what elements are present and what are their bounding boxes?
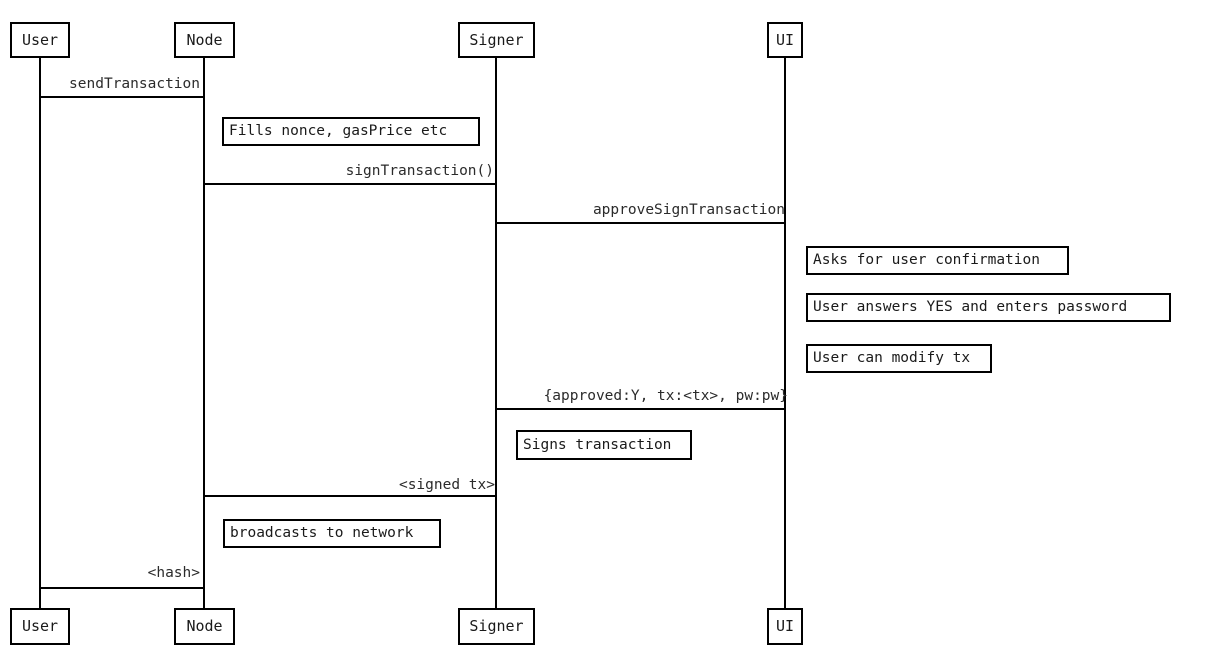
message-line-approval-response bbox=[496, 408, 786, 410]
participant-header-user[interactable]: User bbox=[10, 22, 70, 58]
message-label-approval-response: {approved:Y, tx:<tx>, pw:pw} bbox=[543, 388, 788, 404]
participant-header-signer[interactable]: Signer bbox=[458, 22, 535, 58]
message-line-signed-tx bbox=[204, 495, 497, 497]
note-user-answers-yes: User answers YES and enters password bbox=[806, 293, 1171, 322]
message-label-hash: <hash> bbox=[147, 565, 200, 581]
lifeline-node bbox=[203, 58, 205, 608]
participant-footer-node[interactable]: Node bbox=[174, 608, 235, 645]
message-line-approve-sign-transaction bbox=[496, 222, 786, 224]
message-label-send-transaction: sendTransaction bbox=[69, 76, 200, 92]
participant-header-node[interactable]: Node bbox=[174, 22, 235, 58]
note-user-can-modify-tx: User can modify tx bbox=[806, 344, 992, 373]
message-label-signed-tx: <signed tx> bbox=[398, 477, 495, 493]
participant-footer-ui[interactable]: UI bbox=[767, 608, 803, 645]
note-signs-transaction: Signs transaction bbox=[516, 430, 692, 460]
participant-footer-signer[interactable]: Signer bbox=[458, 608, 535, 645]
note-broadcasts-to-network: broadcasts to network bbox=[223, 519, 441, 548]
note-asks-for-confirmation: Asks for user confirmation bbox=[806, 246, 1069, 275]
message-label-approve-sign-transaction: approveSignTransaction bbox=[592, 202, 785, 218]
message-line-hash bbox=[40, 587, 205, 589]
message-label-sign-transaction: signTransaction() bbox=[345, 163, 494, 179]
lifeline-user bbox=[39, 58, 41, 608]
message-line-send-transaction bbox=[40, 96, 205, 98]
lifeline-ui bbox=[784, 58, 786, 608]
participant-header-ui[interactable]: UI bbox=[767, 22, 803, 58]
participant-footer-user[interactable]: User bbox=[10, 608, 70, 645]
note-fills-nonce: Fills nonce, gasPrice etc bbox=[222, 117, 480, 146]
message-line-sign-transaction bbox=[204, 183, 497, 185]
lifeline-signer bbox=[495, 58, 497, 608]
